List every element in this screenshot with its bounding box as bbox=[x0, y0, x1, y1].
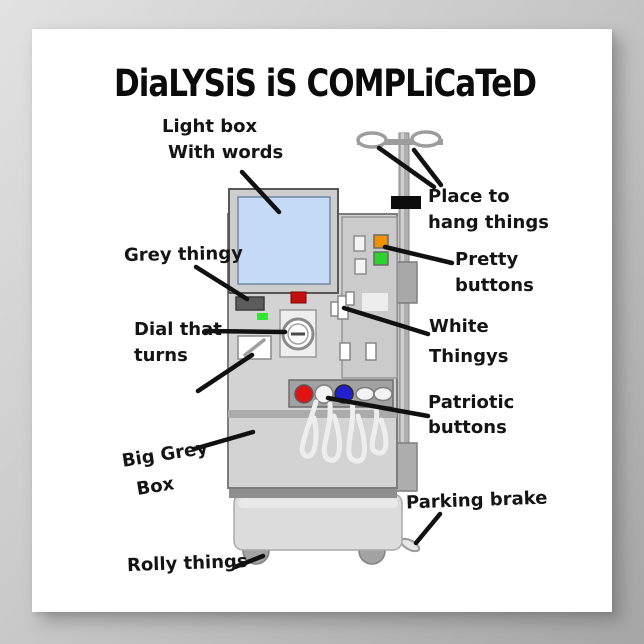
label-patriotic-line1: Patriotic bbox=[428, 392, 515, 413]
label-light-box-line2: With words bbox=[168, 142, 284, 163]
label-light-box: Light box With words bbox=[162, 114, 283, 166]
lever-line bbox=[243, 338, 266, 357]
white-switch-1 bbox=[339, 342, 351, 361]
arrow-grey-thingy bbox=[193, 264, 250, 302]
machine-base-highlight bbox=[238, 498, 398, 508]
pole-clamp bbox=[391, 196, 421, 209]
label-place-to-hang: Place to hang things bbox=[428, 184, 549, 236]
arrow-parking-brake bbox=[413, 511, 443, 546]
arrow-hang-right bbox=[411, 147, 444, 188]
screen bbox=[237, 196, 331, 285]
label-dial-line1: Dial that bbox=[134, 319, 222, 340]
tubing-loops bbox=[299, 399, 389, 464]
arrow-pretty-buttons bbox=[382, 244, 455, 266]
patriotic-oval-2 bbox=[373, 386, 393, 402]
green-button bbox=[373, 251, 389, 266]
arrow-hang-left bbox=[376, 145, 437, 190]
tube-2 bbox=[321, 401, 342, 463]
poster-title: DiaLYSiS iS COMPLiCaTeD bbox=[114, 62, 537, 106]
white-switch-2 bbox=[365, 342, 377, 361]
grey-thingy-button bbox=[235, 296, 265, 311]
small-white-button-2 bbox=[354, 258, 367, 275]
iv-hook-right-icon bbox=[410, 130, 442, 148]
label-patriotic-line2: buttons bbox=[428, 417, 507, 438]
arrow-rolly-things bbox=[232, 553, 266, 570]
iv-pole-crossbar bbox=[357, 139, 443, 145]
label-place-line1: Place to bbox=[428, 186, 510, 207]
white-toggle-3 bbox=[345, 291, 355, 306]
tube-4 bbox=[369, 405, 389, 456]
arrow-big-grey-box bbox=[191, 429, 256, 452]
base-shadow-band bbox=[229, 487, 397, 498]
label-dial-that-turns: Dial that turns bbox=[134, 317, 222, 369]
red-indicator-button bbox=[290, 291, 307, 304]
orange-button bbox=[373, 234, 389, 249]
patriotic-oval-1 bbox=[355, 386, 375, 402]
label-dial-line2: turns bbox=[134, 345, 188, 366]
arrow-dial bbox=[203, 328, 288, 335]
label-pretty-line1: Pretty bbox=[455, 249, 519, 270]
arrow-white-thingys bbox=[341, 305, 431, 337]
label-rolly-things: Rolly things bbox=[127, 549, 248, 579]
label-parking-line1: Parking brake bbox=[405, 487, 548, 514]
label-grey-thingy-line1: Grey thingy bbox=[123, 242, 244, 267]
label-pretty-line2: buttons bbox=[455, 275, 534, 296]
tube-1 bbox=[299, 399, 319, 459]
pointer-lines bbox=[191, 145, 455, 570]
label-patriotic-buttons: Patriotic buttons bbox=[428, 390, 514, 440]
tube-3 bbox=[346, 399, 367, 464]
label-rolly-line1: Rolly things bbox=[126, 550, 248, 577]
arrow-light-box bbox=[239, 169, 282, 215]
label-grey-thingy: Grey thingy bbox=[124, 241, 243, 269]
arrow-lever bbox=[195, 352, 255, 394]
small-white-button-1 bbox=[353, 235, 366, 252]
label-pretty-buttons: Pretty buttons bbox=[455, 247, 534, 299]
arrow-patriotic bbox=[325, 395, 431, 419]
label-white-line1: White bbox=[429, 316, 489, 337]
label-place-line2: hang things bbox=[428, 212, 549, 233]
patriotic-red-button bbox=[294, 384, 314, 404]
pole-bracket-lower bbox=[395, 442, 418, 492]
pole-bracket-upper bbox=[395, 261, 418, 304]
iv-hook-left-icon bbox=[356, 131, 388, 149]
label-white-thingys: White Thingys bbox=[429, 312, 508, 372]
label-white-line2: Thingys bbox=[429, 346, 509, 367]
green-indicator-light bbox=[257, 313, 268, 320]
label-parking-brake: Parking brake bbox=[406, 486, 548, 517]
panel-light-rect bbox=[362, 293, 388, 311]
label-light-box-line1: Light box bbox=[162, 116, 258, 137]
